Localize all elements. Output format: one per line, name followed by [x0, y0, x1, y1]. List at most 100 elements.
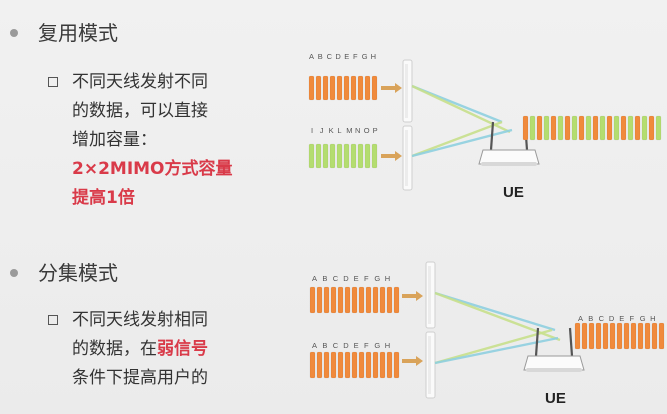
signal-beam [434, 328, 553, 365]
data-bar [644, 322, 651, 350]
stream-label: L [337, 126, 341, 135]
data-bar [364, 143, 371, 169]
data-bar [393, 286, 400, 314]
data-bar [543, 115, 550, 141]
ue-label: UE [545, 390, 566, 407]
data-bar [529, 115, 536, 141]
square-bullet-icon [48, 77, 58, 87]
stream-a-bars [309, 286, 400, 314]
data-bar [609, 322, 616, 350]
stream-label: E [354, 341, 359, 350]
data-bar [613, 115, 620, 141]
data-bar [343, 143, 350, 169]
data-bar [344, 351, 351, 379]
signal-beam [434, 291, 561, 342]
stream-label: D [335, 52, 341, 61]
stream-label: M [346, 126, 352, 135]
stream-label: A [312, 341, 317, 350]
antenna-icon [402, 125, 413, 191]
stream-label: D [609, 314, 615, 323]
stream-label: G [374, 341, 380, 350]
data-bar [557, 115, 564, 141]
data-bar [574, 322, 581, 350]
data-bar [316, 286, 323, 314]
data-bar [379, 351, 386, 379]
stream-label: K [329, 126, 334, 135]
data-bar [337, 351, 344, 379]
highlight-line-2: 提高1倍 [72, 188, 135, 208]
desc-line-1: 不同天线发射不同 [72, 72, 208, 92]
data-bar [393, 351, 400, 379]
data-bar [322, 143, 329, 169]
data-bar [658, 322, 665, 350]
data-bar [620, 115, 627, 141]
data-bar [315, 75, 322, 101]
data-bar [344, 286, 351, 314]
stream-label: I [311, 126, 313, 135]
data-bar [522, 115, 529, 141]
stream-label: C [599, 314, 605, 323]
data-bar [336, 143, 343, 169]
data-bar [655, 115, 662, 141]
stream-label: H [650, 314, 655, 323]
stream-a-bars [308, 75, 378, 101]
signal-beam [411, 120, 503, 158]
data-bar [623, 322, 630, 350]
data-bar [386, 351, 393, 379]
section1-description: 不同天线发射不同 的数据，可以直接 增加容量： 2×2MIMO方式容量 提高1倍 [48, 68, 233, 213]
desc-line-1: 不同天线发射相同 [72, 310, 208, 330]
stream-label: B [318, 52, 323, 61]
data-bar [365, 351, 372, 379]
signal-beam [411, 128, 513, 158]
stream-label: B [322, 341, 327, 350]
data-bar [637, 322, 644, 350]
data-bar [308, 143, 315, 169]
data-bar [616, 322, 623, 350]
data-bar [316, 351, 323, 379]
desc-line-3: 条件下提高用户的 [72, 368, 208, 388]
data-bar [309, 286, 316, 314]
arrow-right-icon [381, 151, 402, 161]
stream-label: P [373, 126, 378, 135]
bullet-dot-icon [10, 29, 18, 37]
bullet-dot-icon [10, 269, 18, 277]
data-bar [550, 115, 557, 141]
rx-bars [574, 322, 665, 350]
stream-label: B [588, 314, 593, 323]
stream-label: D [343, 274, 349, 283]
antenna-icon [402, 59, 413, 123]
stream-label: C [333, 341, 339, 350]
data-bar [350, 75, 357, 101]
data-bar [323, 286, 330, 314]
stream-label: H [371, 52, 376, 61]
weak-signal-highlight: 弱信号 [157, 339, 208, 359]
stream-label: A [309, 52, 314, 61]
data-bar [588, 322, 595, 350]
arrow-right-icon [402, 291, 423, 301]
stream-label: G [640, 314, 646, 323]
data-bar [357, 75, 364, 101]
data-bar [578, 115, 585, 141]
data-bar [564, 115, 571, 141]
data-bar [592, 115, 599, 141]
section2-description: 不同天线发射相同 的数据，在弱信号 条件下提高用户的 [48, 306, 208, 393]
data-bar [308, 75, 315, 101]
ue-router-icon [523, 327, 585, 372]
data-bar [358, 351, 365, 379]
arrow-right-icon [402, 356, 423, 366]
antenna-icon [425, 261, 436, 329]
data-bar [337, 286, 344, 314]
data-bar [634, 115, 641, 141]
data-bar [309, 351, 316, 379]
data-bar [350, 143, 357, 169]
data-bar [372, 286, 379, 314]
stream-label: E [354, 274, 359, 283]
data-bar [379, 286, 386, 314]
stream-label: G [374, 274, 380, 283]
stream-label: O [364, 126, 370, 135]
data-bar [536, 115, 543, 141]
data-bar [372, 351, 379, 379]
stream-label: E [344, 52, 349, 61]
stream-label: C [333, 274, 339, 283]
